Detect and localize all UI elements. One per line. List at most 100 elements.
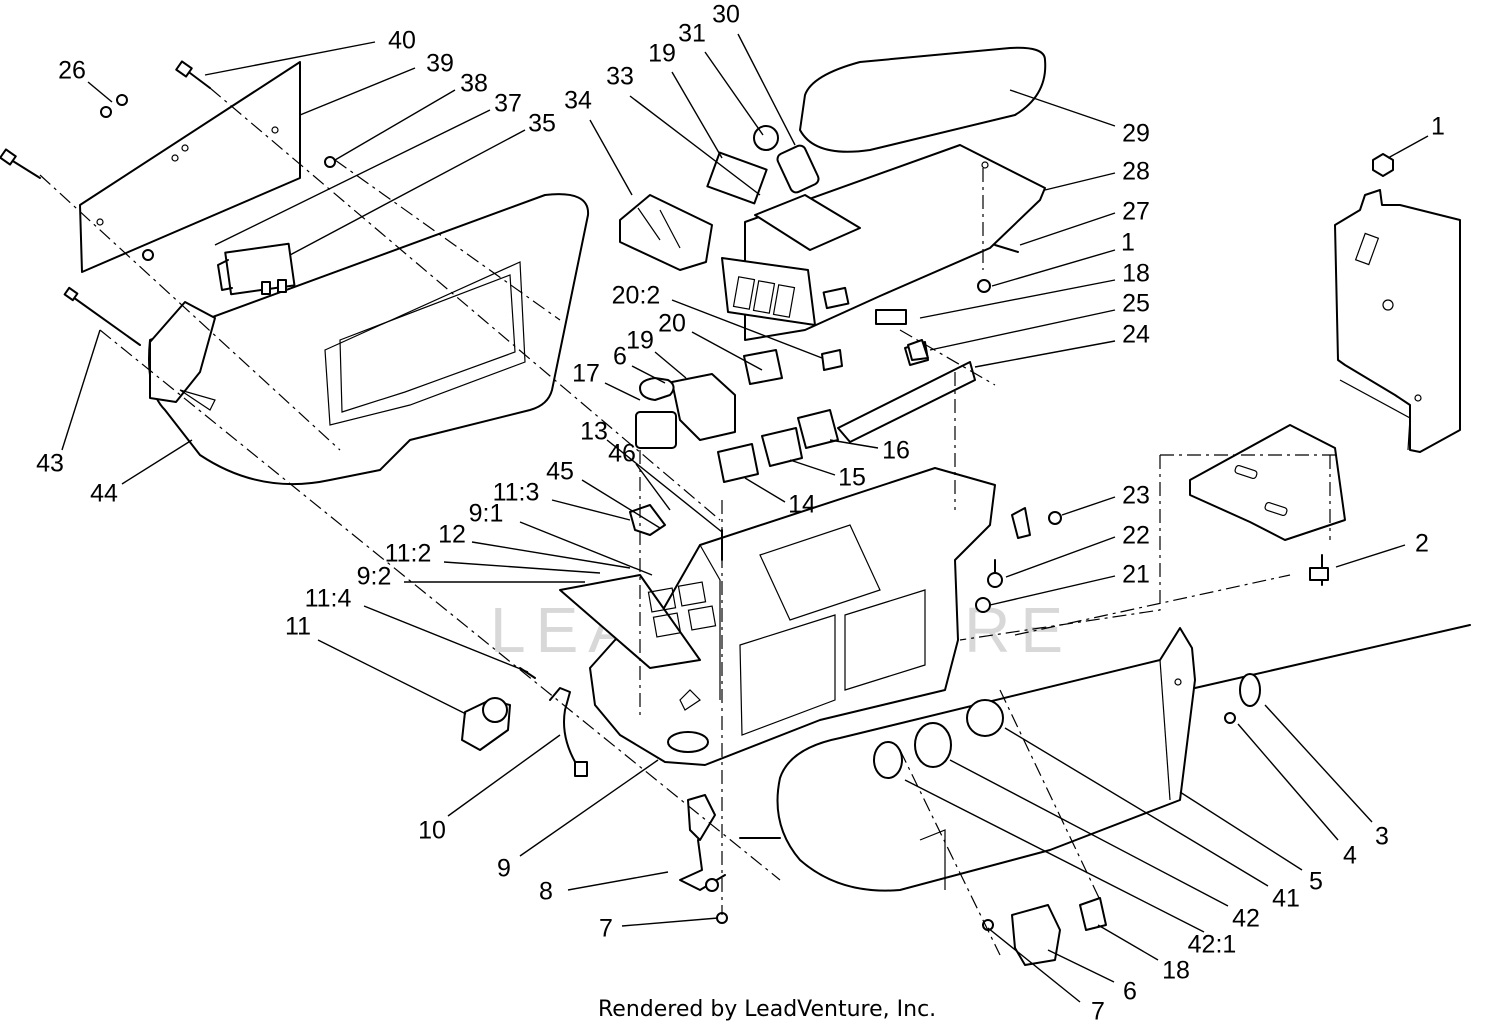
callout-leader-39 bbox=[299, 67, 416, 116]
rear-cover-plate bbox=[79, 61, 301, 273]
callout-label-9-1: 9:1 bbox=[469, 500, 504, 528]
callout-label-9: 9 bbox=[497, 855, 511, 883]
callout-label-14: 14 bbox=[788, 491, 816, 519]
bracket-24 bbox=[837, 361, 976, 443]
callout-label-7: 7 bbox=[1091, 998, 1105, 1026]
callout-label-24: 24 bbox=[1122, 321, 1150, 349]
callout-leader-9-1 bbox=[519, 521, 653, 576]
callout-label-18: 18 bbox=[1162, 957, 1190, 985]
callout-label-11: 11 bbox=[285, 613, 311, 641]
callout-leader-6 bbox=[631, 365, 666, 384]
callout-leader-1 bbox=[1387, 135, 1429, 159]
callout-leader-40 bbox=[204, 41, 376, 76]
callout-label-4: 4 bbox=[1343, 842, 1357, 870]
callout-leader-19 bbox=[654, 351, 687, 379]
callout-label-43: 43 bbox=[36, 450, 64, 478]
callout-leader-30 bbox=[737, 33, 796, 146]
callout-label-37: 37 bbox=[494, 90, 522, 118]
callout-label-6: 6 bbox=[1123, 978, 1137, 1006]
callout-leader-46 bbox=[635, 463, 671, 511]
callout-leader-38 bbox=[334, 89, 456, 161]
callout-label-42: 42 bbox=[1232, 905, 1260, 933]
callout-leader-22 bbox=[1005, 536, 1116, 578]
callout-label-19: 19 bbox=[626, 327, 654, 355]
callout-leader-42-1 bbox=[904, 779, 1205, 933]
switches-34 bbox=[619, 194, 713, 271]
callout-leader-20 bbox=[691, 331, 763, 371]
callout-leader-5 bbox=[1179, 791, 1303, 871]
callout-leader-24 bbox=[974, 340, 1116, 368]
callout-leader-2 bbox=[1335, 544, 1406, 568]
callout-label-21: 21 bbox=[1122, 561, 1150, 589]
callout-leader-19 bbox=[671, 71, 723, 159]
callout-label-15: 15 bbox=[838, 464, 866, 492]
callout-leader-45 bbox=[581, 479, 661, 529]
callout-leader-7 bbox=[621, 917, 719, 927]
callout-leader-1 bbox=[991, 249, 1116, 287]
callout-label-41: 41 bbox=[1272, 885, 1300, 913]
callout-leader-41 bbox=[1004, 727, 1269, 887]
throttle-lever bbox=[687, 794, 716, 841]
callout-leader-44 bbox=[121, 439, 193, 485]
callout-label-30: 30 bbox=[712, 1, 740, 29]
callout-leader-34 bbox=[589, 119, 633, 196]
callout-label-8: 8 bbox=[539, 878, 553, 906]
callout-label-3: 3 bbox=[1375, 823, 1389, 851]
callout-leader-11-4 bbox=[363, 605, 529, 673]
callout-label-9-2: 9:2 bbox=[357, 563, 392, 591]
callout-label-10: 10 bbox=[418, 817, 446, 845]
callout-leader-25 bbox=[929, 309, 1116, 351]
callout-leader-8 bbox=[567, 871, 669, 891]
callout-leader-23 bbox=[1061, 496, 1116, 516]
callout-leader-10 bbox=[447, 734, 561, 817]
callout-label-35: 35 bbox=[528, 110, 556, 138]
callout-leader-21 bbox=[989, 575, 1116, 606]
callout-label-20: 20 bbox=[658, 310, 686, 338]
callout-label-19: 19 bbox=[648, 40, 676, 68]
callout-label-1: 1 bbox=[1121, 229, 1135, 257]
callout-leader-18 bbox=[919, 279, 1116, 319]
callout-label-25: 25 bbox=[1122, 290, 1150, 318]
callout-leader-4 bbox=[1237, 723, 1339, 841]
callout-label-45: 45 bbox=[546, 458, 574, 486]
callout-label-11-2: 11:2 bbox=[385, 540, 432, 568]
callout-label-1: 1 bbox=[1431, 113, 1445, 141]
callout-label-40: 40 bbox=[388, 27, 416, 55]
callout-label-26: 26 bbox=[58, 57, 86, 85]
lower-fairing bbox=[776, 627, 1196, 892]
callout-leader-6 bbox=[1047, 949, 1115, 983]
callout-label-12: 12 bbox=[438, 521, 466, 549]
rear-bracket bbox=[1334, 189, 1461, 453]
callout-leader-11-3 bbox=[551, 499, 631, 521]
callout-leader-35 bbox=[289, 129, 526, 256]
callout-leader-33 bbox=[629, 95, 761, 196]
callout-label-42-1: 42:1 bbox=[1188, 931, 1237, 959]
callout-leader-18 bbox=[1097, 924, 1159, 961]
callout-leader-29 bbox=[1009, 89, 1116, 127]
callout-leader-16 bbox=[829, 439, 879, 449]
callout-label-39: 39 bbox=[426, 50, 454, 78]
callout-label-46: 46 bbox=[608, 440, 636, 468]
callout-label-17: 17 bbox=[572, 360, 600, 388]
callout-label-11-3: 11:3 bbox=[493, 479, 540, 507]
callout-leader-17 bbox=[604, 382, 641, 401]
callout-label-29: 29 bbox=[1122, 120, 1150, 148]
callout-leader-13 bbox=[606, 439, 723, 533]
lower-bracket bbox=[1189, 424, 1346, 541]
callout-label-11-4: 11:4 bbox=[305, 585, 352, 613]
callout-label-44: 44 bbox=[90, 480, 118, 508]
callout-label-27: 27 bbox=[1122, 198, 1150, 226]
callout-label-38: 38 bbox=[460, 70, 488, 98]
parts-linework bbox=[0, 46, 1471, 966]
callout-leader-26 bbox=[87, 81, 113, 103]
callout-label-18: 18 bbox=[1122, 260, 1150, 288]
seat-cushion bbox=[799, 46, 1047, 153]
callout-leader-43 bbox=[61, 329, 101, 451]
callout-label-22: 22 bbox=[1122, 522, 1150, 550]
callout-leader-28 bbox=[1044, 172, 1116, 191]
callout-leader-3 bbox=[1264, 704, 1373, 823]
callout-leader-12 bbox=[471, 541, 631, 569]
callout-label-16: 16 bbox=[882, 437, 910, 465]
